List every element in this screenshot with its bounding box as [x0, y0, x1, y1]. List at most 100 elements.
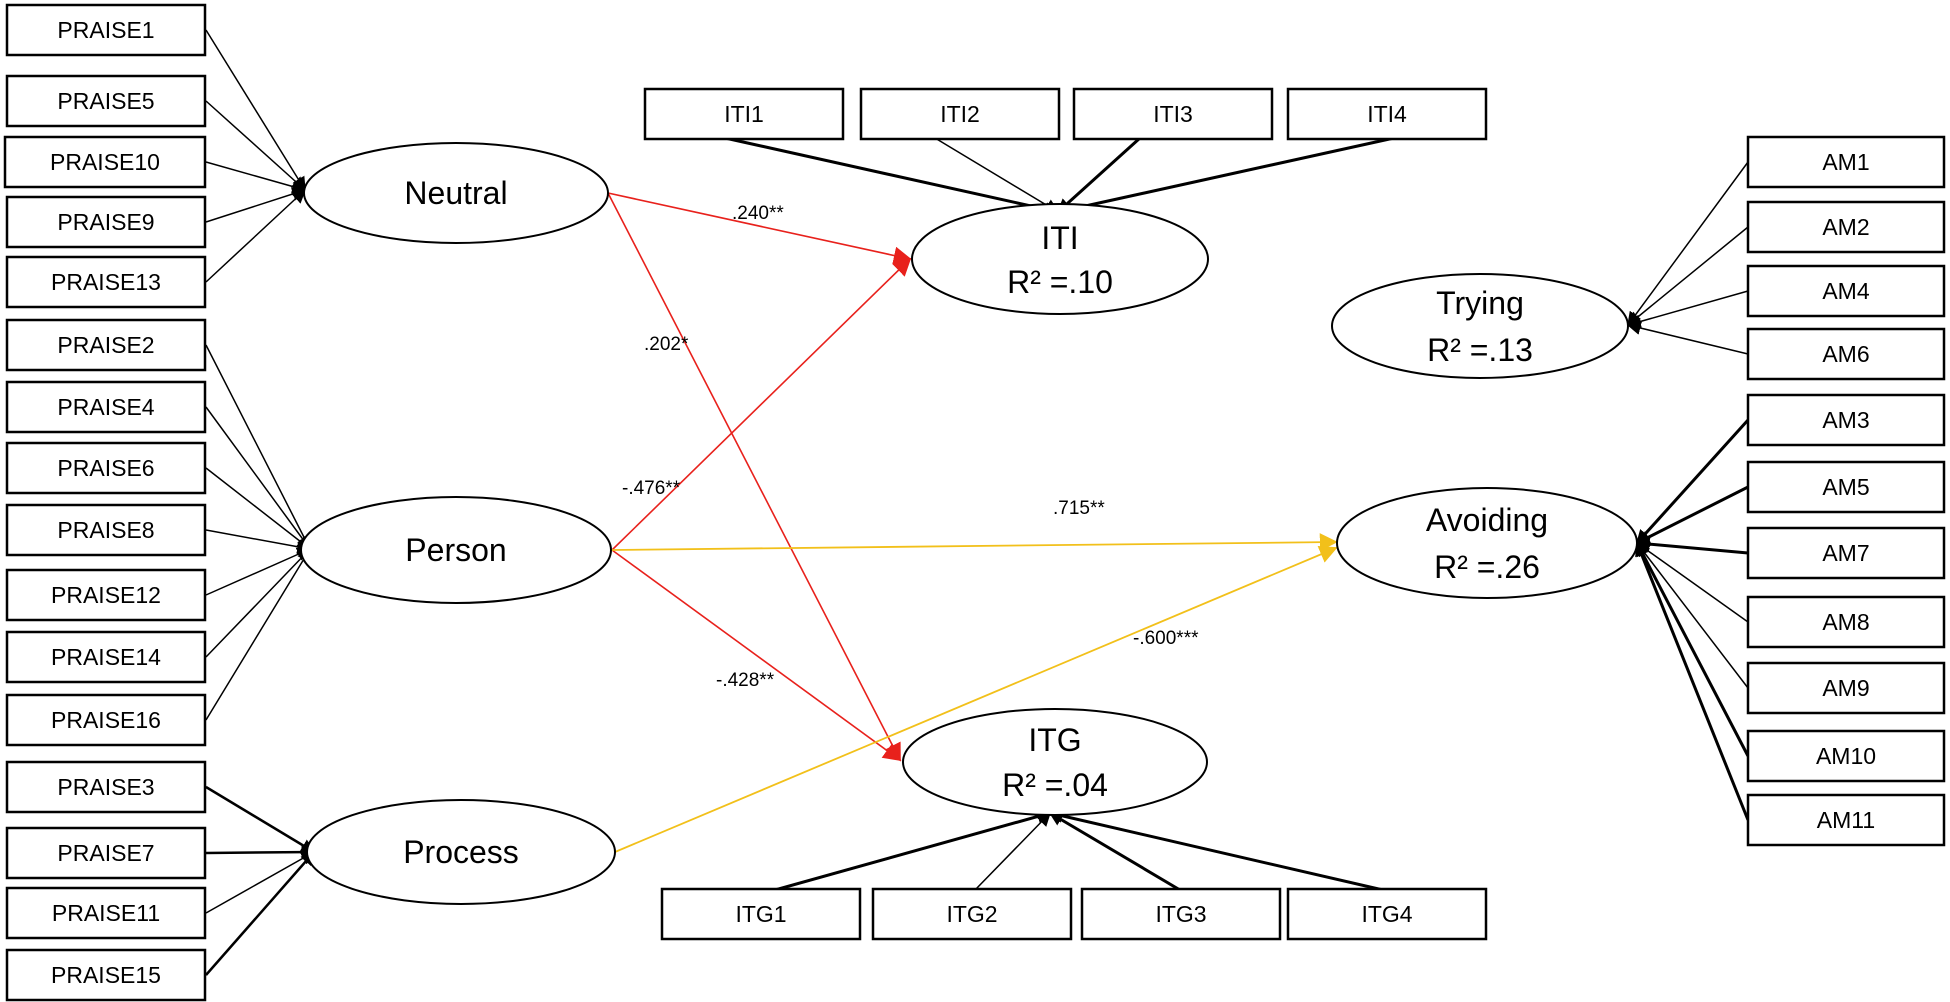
- indicator-label: ITG2: [946, 901, 997, 927]
- indicator-box-praise3: [5, 760, 207, 814]
- loading-line: [205, 187, 307, 223]
- indicator-box-iti1: [643, 87, 845, 141]
- indicator-label: PRAISE6: [57, 455, 154, 481]
- path-process-to-avoiding: [614, 546, 1338, 853]
- loading-lines: [205, 29, 1750, 976]
- coef-process-avoiding: -.600***: [1133, 628, 1199, 649]
- iti-indicator-boxes: [643, 87, 1488, 141]
- loading-line: [1626, 321, 1749, 355]
- loading-line: [774, 809, 1052, 892]
- path-coefficients: .240** .202* -.476** .715** -.428** -.60…: [622, 203, 1199, 691]
- indicator-box-am7: [1746, 526, 1946, 580]
- indicator-box-praise1: [5, 3, 207, 57]
- indicator-box-iti3: [1072, 87, 1274, 141]
- indicator-label: AM8: [1822, 609, 1869, 635]
- indicator-box-praise7: [5, 826, 207, 880]
- iti-indicator-labels: ITI1 ITI2 ITI3 ITI4: [724, 101, 1407, 127]
- indicator-box-praise12: [5, 568, 207, 622]
- path-neutral-to-iti: [607, 192, 912, 265]
- itg-indicator-boxes: [660, 887, 1488, 941]
- praise-indicator-labels: PRAISE1 PRAISE5 PRAISE10 PRAISE9 PRAISE1…: [50, 17, 161, 988]
- loading-line: [205, 100, 307, 191]
- indicator-label: ITI2: [940, 101, 980, 127]
- indicator-box-am10: [1746, 729, 1946, 783]
- indicator-box-praise14: [5, 630, 207, 684]
- indicator-label: PRAISE15: [51, 962, 161, 988]
- indicator-box-praise8: [5, 503, 207, 557]
- loading-line: [724, 136, 1060, 217]
- loading-line: [205, 189, 307, 283]
- latent-trying: [1331, 273, 1629, 379]
- praise-indicator-boxes: [3, 3, 207, 1002]
- indicator-label: ITG4: [1361, 901, 1412, 927]
- indicator-label: AM4: [1822, 278, 1870, 304]
- path-neutral-to-itg: [607, 192, 901, 762]
- indicator-box-praise15: [5, 948, 207, 1002]
- loading-line: [205, 547, 311, 658]
- indicator-label: AM11: [1817, 807, 1875, 833]
- r2-label-avoiding: R² =.26: [1434, 549, 1540, 585]
- indicator-label: AM9: [1822, 675, 1869, 701]
- latent-label-iti: ITI: [1041, 220, 1078, 256]
- loading-line: [1626, 290, 1749, 329]
- am-indicator-boxes: [1746, 135, 1946, 847]
- loading-line: [1048, 811, 1181, 892]
- latent-iti: [911, 203, 1209, 315]
- indicator-box-am2: [1746, 200, 1946, 254]
- indicator-label: PRAISE14: [51, 644, 161, 670]
- latent-label-person: Person: [405, 532, 506, 568]
- structural-paths: [607, 192, 1338, 853]
- loading-line: [1635, 542, 1749, 623]
- r2-label-iti: R² =.10: [1007, 264, 1113, 300]
- indicator-box-praise6: [5, 441, 207, 495]
- indicator-box-am8: [1746, 595, 1946, 649]
- loading-line: [1626, 226, 1749, 326]
- loading-line: [205, 850, 315, 976]
- indicator-label: ITI1: [724, 101, 764, 127]
- latent-itg: [902, 708, 1208, 816]
- indicator-box-praise11: [5, 886, 207, 940]
- path-person-to-itg: [611, 549, 902, 762]
- loading-line: [1056, 136, 1142, 214]
- indicator-label: AM6: [1822, 341, 1869, 367]
- latent-label-itg: ITG: [1028, 722, 1081, 758]
- loading-line: [1627, 161, 1749, 327]
- loading-line: [1056, 136, 1395, 217]
- latent-labels: Neutral Person Process ITI R² =.10 ITG R…: [403, 175, 1548, 870]
- loading-line: [1635, 418, 1750, 545]
- indicator-label: AM3: [1822, 407, 1869, 433]
- latent-label-process: Process: [403, 834, 519, 870]
- indicator-box-am3: [1746, 393, 1946, 447]
- indicator-label: AM10: [1816, 743, 1876, 769]
- r2-label-itg: R² =.04: [1002, 767, 1108, 803]
- indicator-label: PRAISE7: [57, 840, 154, 866]
- indicator-box-itg1: [660, 887, 862, 941]
- loading-line: [1635, 541, 1750, 821]
- loading-line: [974, 811, 1051, 891]
- indicator-label: PRAISE9: [57, 209, 154, 235]
- latent-label-neutral: Neutral: [404, 175, 507, 211]
- indicator-box-itg4: [1286, 887, 1488, 941]
- indicator-box-am6: [1746, 327, 1946, 381]
- indicator-box-praise9: [5, 195, 207, 249]
- indicator-box-praise4: [5, 380, 207, 434]
- indicator-label: PRAISE10: [50, 149, 160, 175]
- indicator-box-am4: [1746, 264, 1946, 318]
- latent-process: [306, 799, 616, 905]
- indicator-label: PRAISE13: [51, 269, 161, 295]
- indicator-box-am9: [1746, 661, 1946, 715]
- indicator-label: PRAISE4: [57, 394, 154, 420]
- loading-line: [205, 547, 311, 721]
- coef-person-avoiding: .715**: [1053, 498, 1105, 519]
- indicator-label: PRAISE11: [52, 900, 160, 926]
- indicator-label: ITG1: [735, 901, 786, 927]
- latent-person: [300, 496, 612, 604]
- loading-line: [205, 161, 307, 194]
- coef-neutral-iti: .240**: [732, 203, 784, 224]
- loading-line: [205, 344, 311, 551]
- loading-line: [205, 851, 316, 914]
- indicator-box-itg2: [871, 887, 1073, 941]
- loading-line: [1635, 541, 1750, 757]
- latent-neutral: [303, 142, 609, 244]
